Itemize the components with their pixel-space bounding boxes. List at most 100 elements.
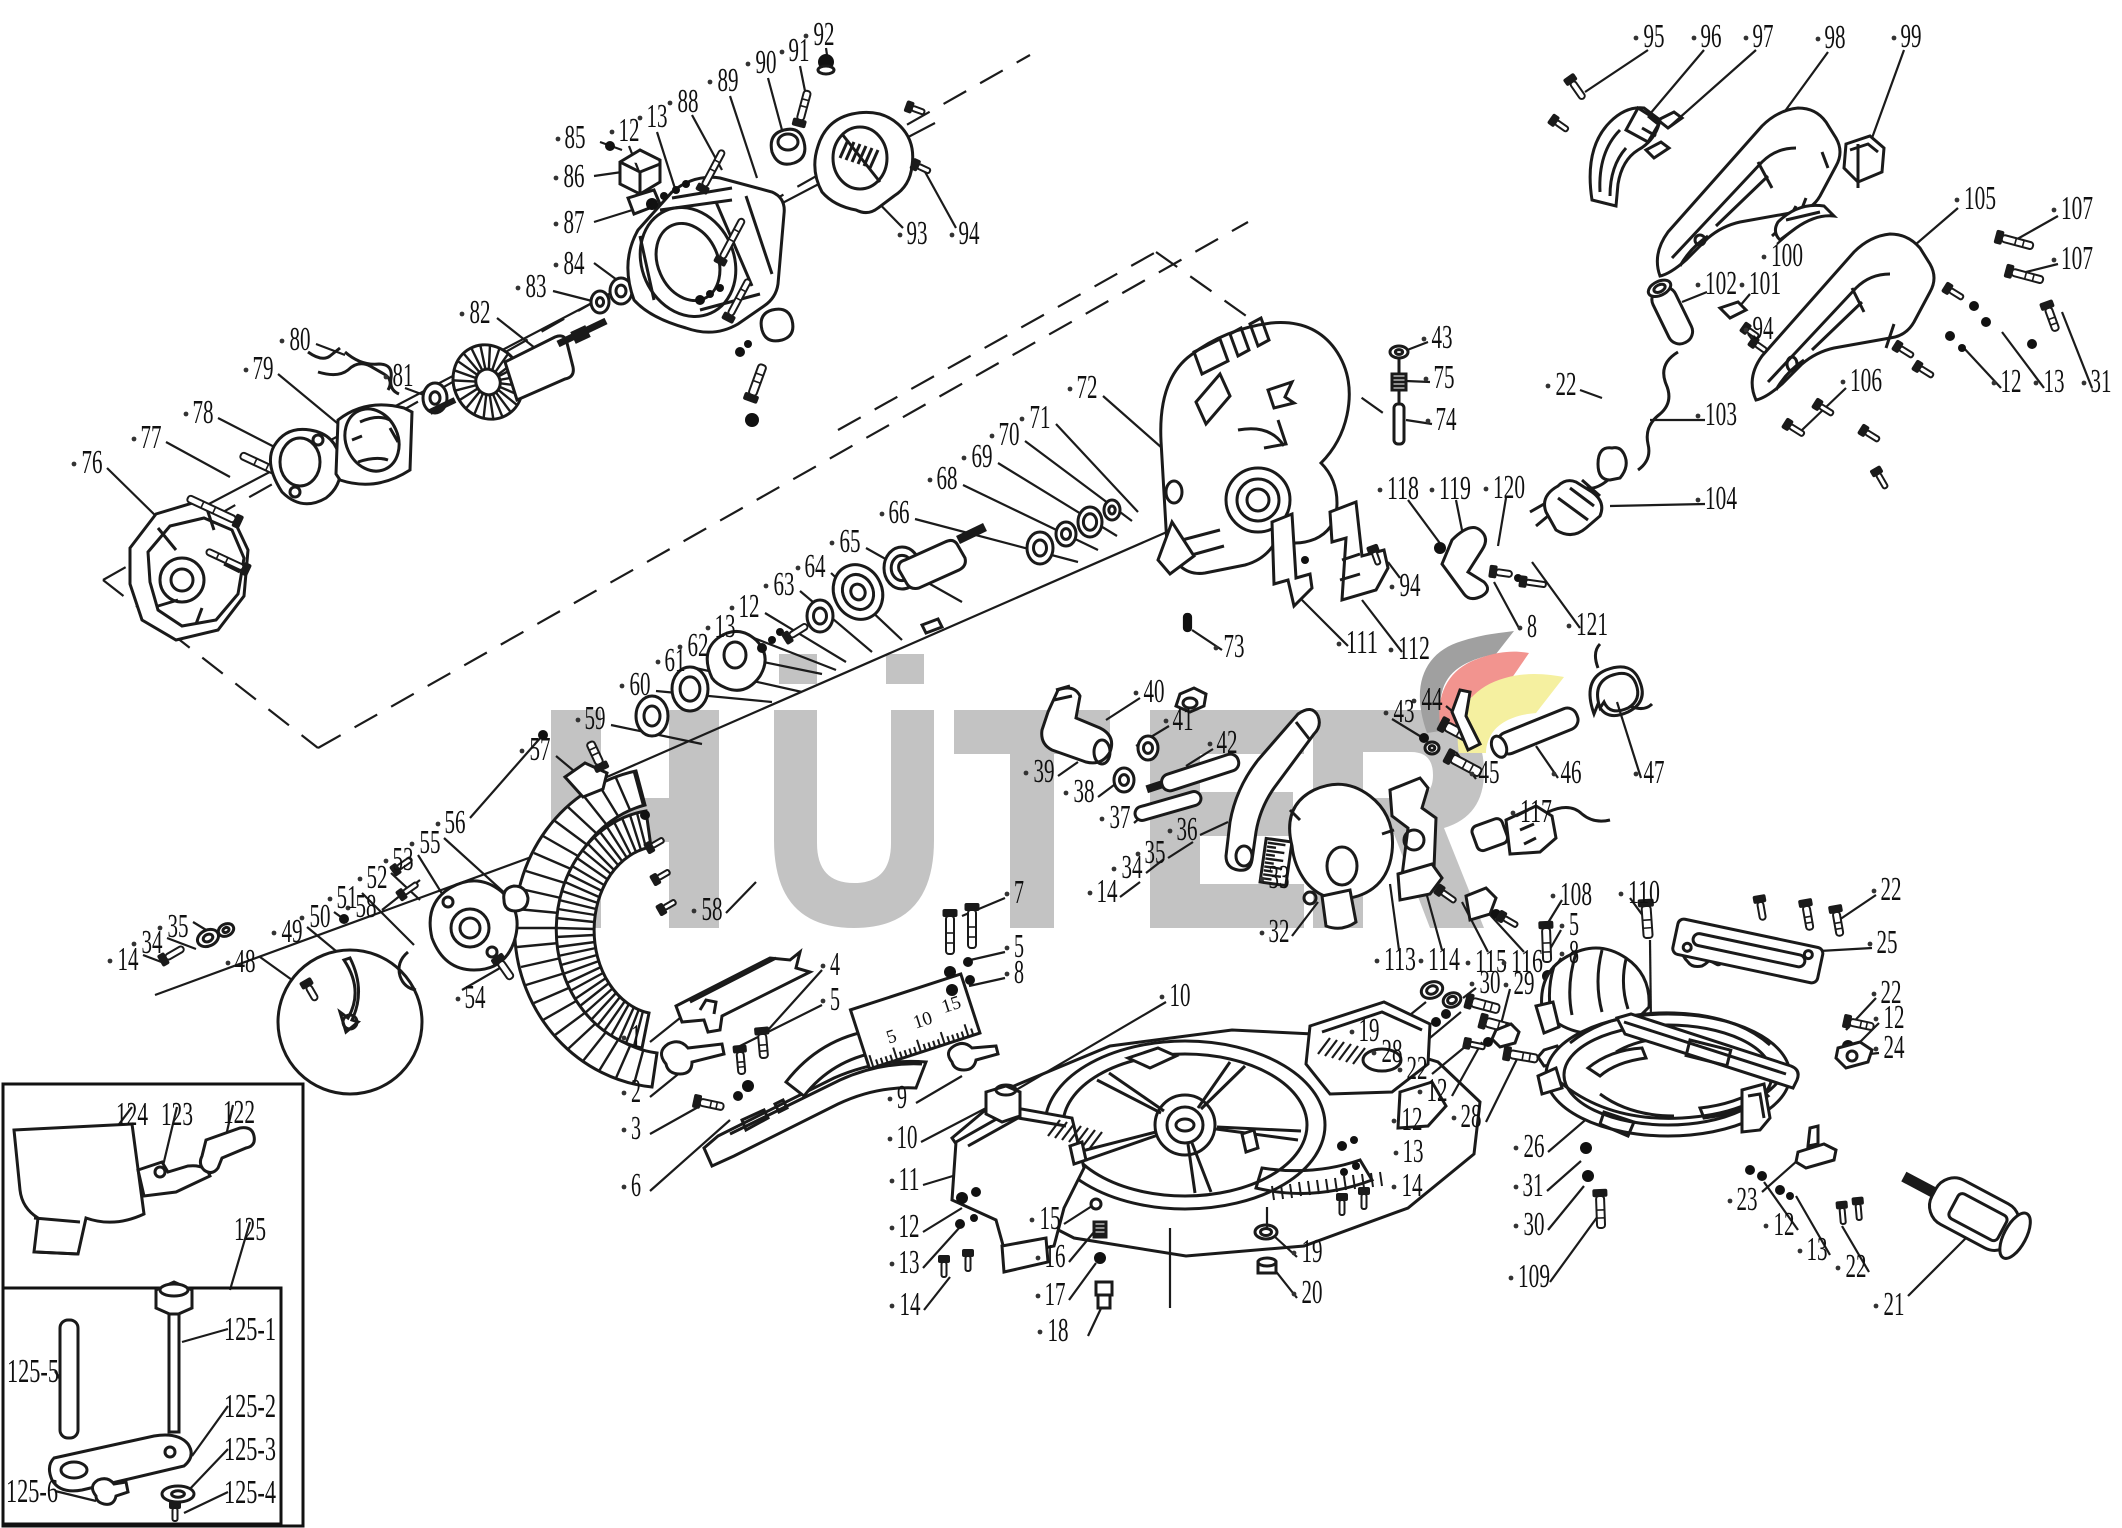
svg-text:118: 118 [1387,470,1419,507]
svg-text:41: 41 [1173,701,1194,738]
svg-text:11: 11 [899,1161,920,1198]
svg-text:85: 85 [565,119,586,156]
svg-text:108: 108 [1560,876,1592,913]
svg-text:38: 38 [1074,773,1095,810]
svg-text:1: 1 [631,1018,641,1055]
svg-text:3: 3 [631,1110,641,1147]
svg-text:2: 2 [631,1073,641,1110]
svg-text:96: 96 [1701,18,1722,55]
svg-text:66: 66 [889,494,910,531]
svg-text:53: 53 [393,841,414,878]
svg-text:17: 17 [1045,1276,1066,1313]
svg-text:57: 57 [530,731,551,768]
svg-text:35: 35 [1145,834,1166,871]
svg-text:45: 45 [1479,754,1500,791]
svg-text:31: 31 [2091,363,2112,400]
svg-text:35: 35 [168,908,189,945]
svg-text:107: 107 [2061,190,2093,227]
svg-text:73: 73 [1224,628,1245,665]
svg-text:106: 106 [1850,362,1882,399]
svg-text:81: 81 [393,357,414,394]
svg-text:13: 13 [715,608,736,645]
svg-text:59: 59 [585,700,606,737]
svg-text:22: 22 [1881,974,1902,1011]
svg-text:99: 99 [1901,18,1922,55]
svg-text:8: 8 [1527,608,1537,645]
svg-text:43: 43 [1394,693,1415,730]
svg-text:89: 89 [718,62,739,99]
svg-text:50: 50 [310,898,331,935]
svg-text:94: 94 [1753,310,1774,347]
svg-text:84: 84 [564,245,585,282]
svg-text:121: 121 [1576,606,1608,643]
svg-text:12: 12 [1402,1101,1423,1138]
svg-text:32: 32 [1269,913,1290,950]
svg-text:54: 54 [465,979,486,1016]
svg-text:105: 105 [1964,180,1996,217]
svg-text:5: 5 [1014,928,1024,965]
svg-text:103: 103 [1705,396,1737,433]
svg-text:14: 14 [900,1286,921,1323]
svg-text:4: 4 [830,946,840,983]
svg-text:43: 43 [1432,319,1453,356]
svg-text:52: 52 [367,859,388,896]
svg-text:107: 107 [2061,240,2093,277]
svg-text:109: 109 [1518,1258,1550,1295]
svg-text:34: 34 [142,924,163,961]
svg-text:20: 20 [1302,1274,1323,1311]
svg-text:21: 21 [1884,1286,1905,1323]
svg-text:125-4: 125-4 [224,1474,276,1511]
svg-text:22: 22 [1881,871,1902,908]
svg-text:71: 71 [1030,399,1051,436]
svg-text:75: 75 [1434,359,1455,396]
svg-text:119: 119 [1439,470,1471,507]
svg-text:111: 111 [1346,624,1378,661]
svg-text:114: 114 [1428,941,1460,978]
svg-text:12: 12 [619,112,640,149]
svg-text:117: 117 [1520,793,1552,830]
svg-text:78: 78 [193,394,214,431]
svg-text:120: 120 [1493,469,1525,506]
svg-text:12: 12 [1884,999,1905,1036]
svg-text:93: 93 [907,215,928,252]
svg-text:12: 12 [899,1208,920,1245]
svg-text:94: 94 [1400,567,1421,604]
svg-text:94: 94 [959,215,980,252]
svg-text:14: 14 [1402,1167,1423,1204]
svg-text:16: 16 [1045,1238,1066,1275]
svg-text:83: 83 [526,268,547,305]
svg-text:23: 23 [1737,1181,1758,1218]
svg-text:80: 80 [290,321,311,358]
svg-text:51: 51 [337,879,358,916]
svg-text:33: 33 [1269,859,1290,896]
svg-text:22: 22 [1846,1248,1867,1285]
svg-text:34: 34 [1122,849,1143,886]
svg-text:102: 102 [1705,265,1737,302]
svg-text:91: 91 [789,32,810,69]
svg-text:14: 14 [1097,873,1118,910]
svg-text:13: 13 [1403,1133,1424,1170]
svg-text:10: 10 [897,1119,918,1156]
svg-text:98: 98 [1825,19,1846,56]
svg-text:37: 37 [1110,799,1131,836]
svg-text:8: 8 [1014,954,1024,991]
svg-text:5: 5 [830,981,840,1018]
svg-text:63: 63 [774,566,795,603]
svg-text:47: 47 [1644,754,1665,791]
svg-text:18: 18 [1048,1312,1069,1349]
svg-text:12: 12 [1774,1206,1795,1243]
svg-text:88: 88 [678,83,699,120]
svg-text:79: 79 [253,350,274,387]
svg-text:15: 15 [1040,1200,1061,1237]
svg-text:100: 100 [1771,237,1803,274]
svg-text:97: 97 [1753,18,1774,55]
svg-text:39: 39 [1034,753,1055,790]
svg-text:125-6: 125-6 [6,1473,58,1510]
svg-text:110: 110 [1628,874,1660,911]
svg-text:92: 92 [814,16,835,53]
svg-text:58: 58 [356,888,377,925]
svg-text:29: 29 [1514,965,1535,1002]
svg-text:58: 58 [702,891,723,928]
svg-text:74: 74 [1436,401,1457,438]
svg-text:19: 19 [1359,1012,1380,1049]
